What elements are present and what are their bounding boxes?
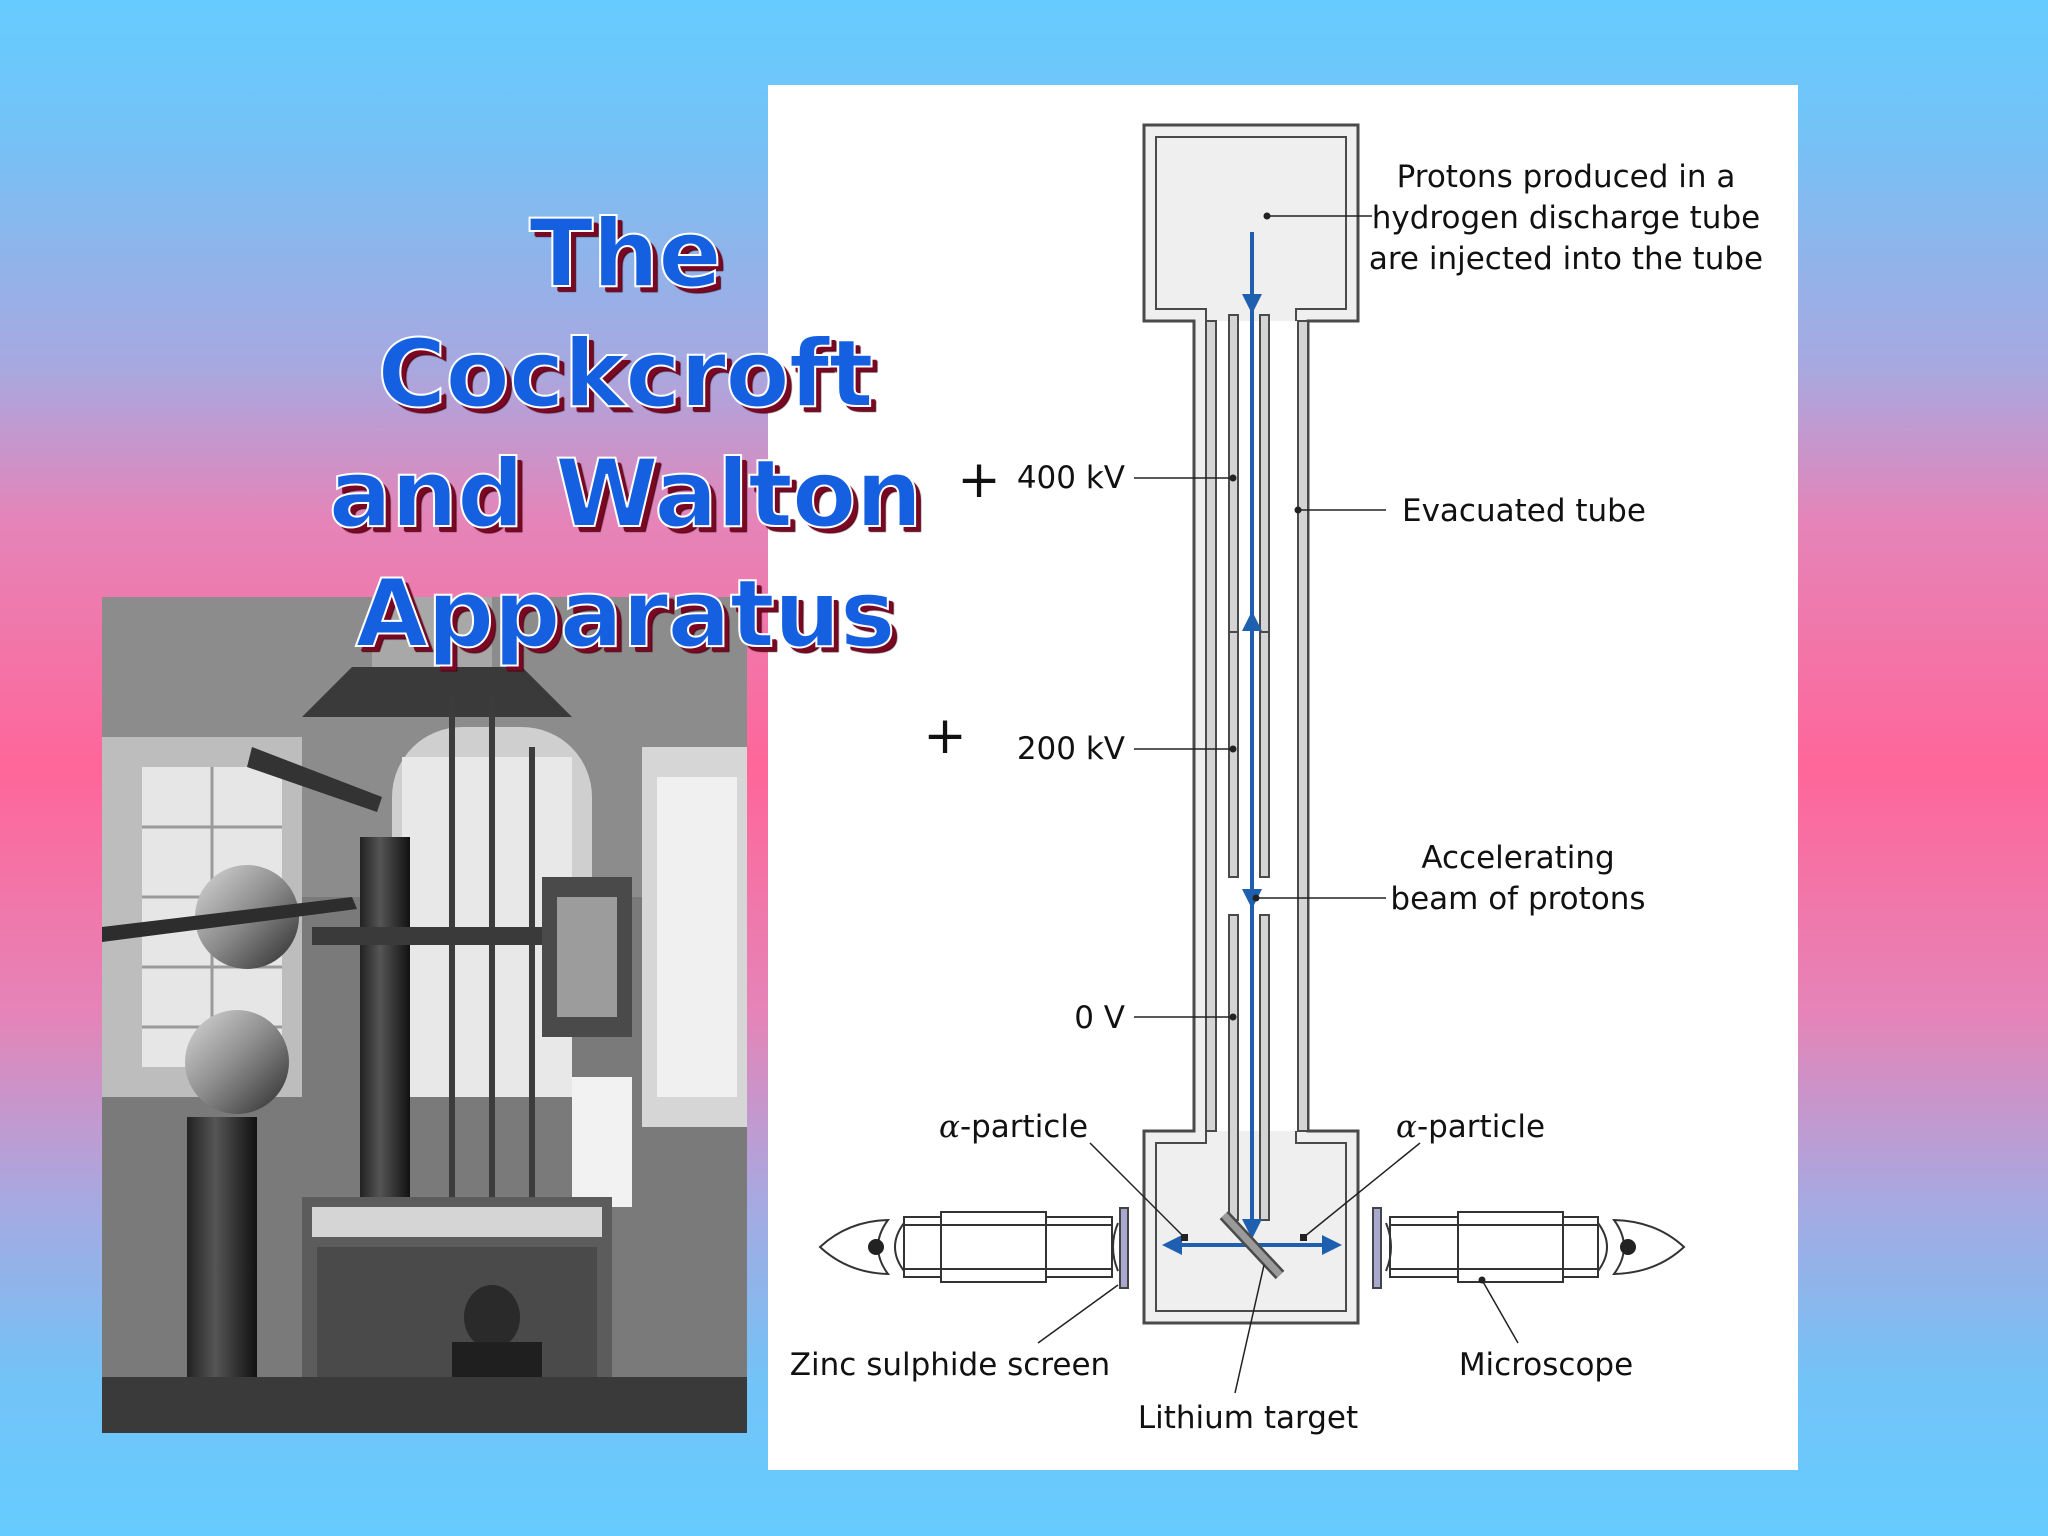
right-microscope [1386, 1212, 1607, 1282]
plus-sign-400kv: + [957, 450, 1001, 510]
label-200kv: 200 kV [1017, 731, 1125, 767]
apparatus-photo [102, 597, 747, 1433]
label-source-line-3: are injected into the tube [1369, 241, 1763, 277]
label-beam-line-2: beam of protons [1390, 881, 1645, 917]
label-alpha-particle-right: α-particle [1396, 1109, 1545, 1145]
left-eye-icon [820, 1220, 888, 1274]
alpha-suffix-left: -particle [960, 1109, 1088, 1145]
title-line-2: and Walton [300, 435, 950, 555]
slide-title: The Cockcroft and Walton Apparatus [300, 195, 950, 675]
label-evacuated-tube: Evacuated tube [1402, 493, 1646, 529]
left-zinc-screen [1120, 1208, 1128, 1288]
alpha-symbol-right: α [1396, 1109, 1417, 1145]
label-zinc-screen: Zinc sulphide screen [790, 1347, 1110, 1383]
label-400kv: 400 kV [1017, 460, 1125, 496]
plus-sign-200kv: + [923, 706, 967, 766]
label-source-line-2: hydrogen discharge tube [1372, 200, 1760, 236]
alpha-suffix-right: -particle [1417, 1109, 1545, 1145]
label-alpha-particle-left: α-particle [939, 1109, 1088, 1145]
right-eye-icon [1614, 1220, 1684, 1274]
label-microscope: Microscope [1459, 1347, 1633, 1383]
title-line-3: Apparatus [300, 555, 950, 675]
historical-photo-icon [102, 597, 747, 1433]
alpha-symbol-left: α [939, 1109, 960, 1145]
proton-beam [1166, 232, 1338, 1245]
label-beam-line-1: Accelerating [1421, 840, 1614, 876]
label-0v: 0 V [1074, 1000, 1125, 1036]
label-source-line-1: Protons produced in a [1397, 159, 1736, 195]
title-line-1: The Cockcroft [300, 195, 950, 435]
right-zinc-screen [1373, 1208, 1381, 1288]
label-lithium-target: Lithium target [1138, 1400, 1358, 1436]
left-microscope [895, 1212, 1118, 1282]
